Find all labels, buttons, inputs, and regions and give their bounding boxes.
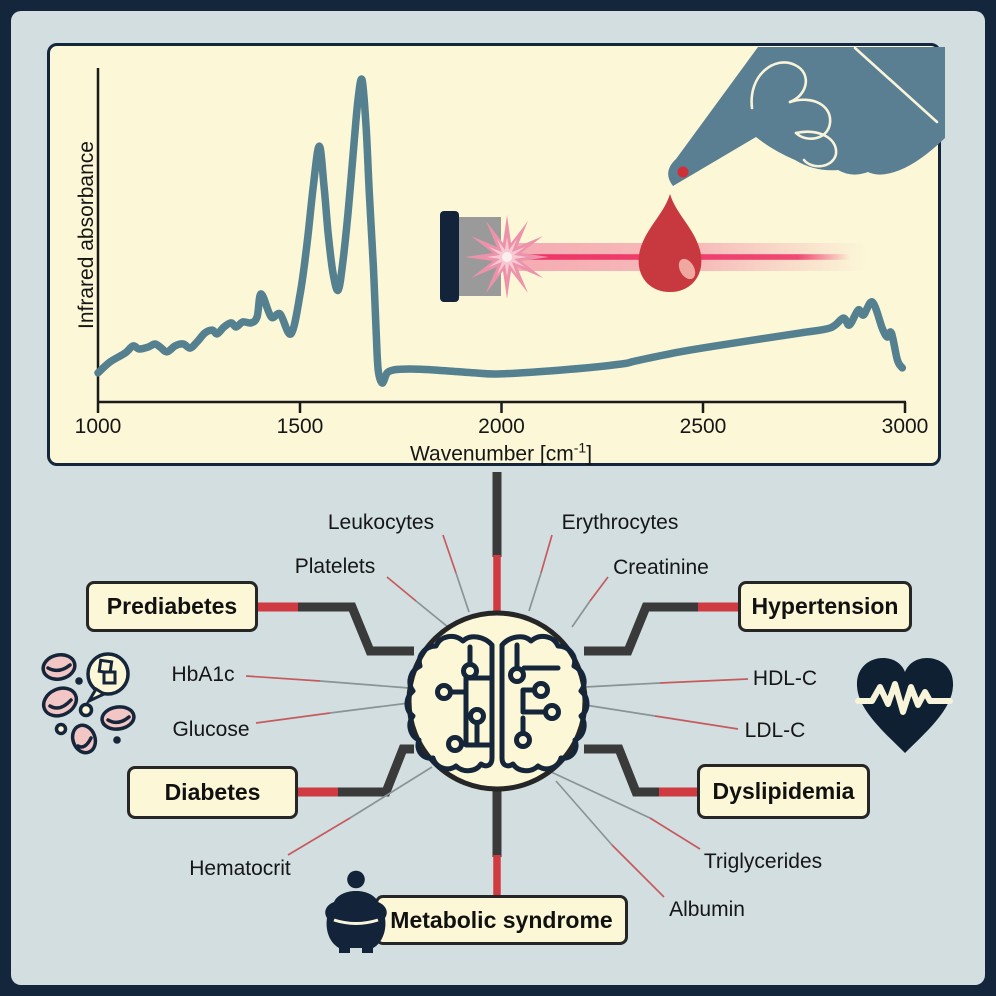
disease-box-diabetes: Diabetes xyxy=(127,766,298,819)
param-hdl-c: HDL-C xyxy=(752,667,818,690)
x-tick-2500: 2500 xyxy=(679,415,727,438)
y-axis-label: Infrared absorbance xyxy=(75,141,98,329)
disease-box-hypertension: Hypertension xyxy=(738,581,912,632)
spectrum-panel xyxy=(47,43,941,466)
x-tick-2000: 2000 xyxy=(478,415,525,438)
x-axis-label: Wavenumber [cm-1] xyxy=(409,439,593,466)
disease-box-prediabetes: Prediabetes xyxy=(86,581,258,632)
parameter-lines-gray xyxy=(319,572,661,846)
disease-connectors-red xyxy=(257,555,739,897)
param-glucose: Glucose xyxy=(172,718,250,741)
disease-box-metabolic-syndrome: Metabolic syndrome xyxy=(375,895,628,945)
sugar-speech-bubble xyxy=(85,652,130,705)
param-albumin: Albumin xyxy=(669,898,745,921)
param-leukocytes: Leukocytes xyxy=(327,511,435,534)
param-triglycerides: Triglycerides xyxy=(703,850,823,873)
parameter-lines-red xyxy=(245,534,749,898)
heart-ecg-icon xyxy=(855,658,954,753)
figure-canvas: Infrared absorbance 1000 1500 2000 2500 … xyxy=(11,11,985,985)
param-ldl-c: LDL-C xyxy=(744,719,806,742)
x-tick-1000: 1000 xyxy=(74,415,122,438)
x-tick-1500: 1500 xyxy=(276,415,324,438)
param-hba1c: HbA1c xyxy=(171,663,235,686)
param-hematocrit: Hematocrit xyxy=(189,857,291,880)
x-tick-3000: 3000 xyxy=(881,415,929,438)
param-erythrocytes: Erythrocytes xyxy=(561,511,679,534)
param-platelets: Platelets xyxy=(294,555,376,578)
disease-box-dyslipidemia: Dyslipidemia xyxy=(697,764,870,819)
blood-cells-sugar-icon xyxy=(41,652,136,755)
param-creatinine: Creatinine xyxy=(613,556,709,579)
ai-brain-circuit-icon xyxy=(404,610,590,792)
